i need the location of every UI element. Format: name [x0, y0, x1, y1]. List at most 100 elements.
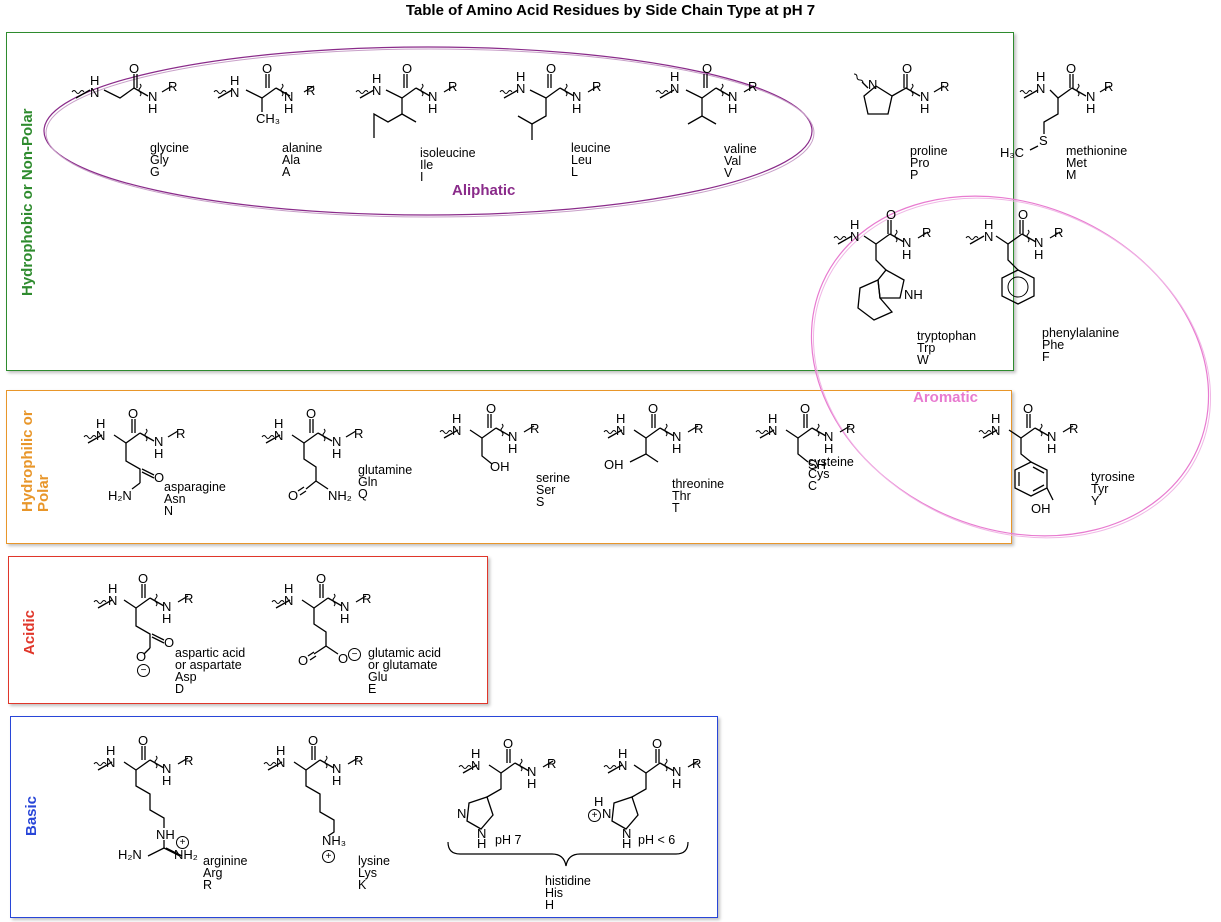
- glutamate-nh: H: [284, 581, 294, 596]
- glutamate-amide-n: N: [340, 599, 350, 614]
- threonine-oh: OH: [604, 457, 624, 472]
- aspartate-structure: H N O N H R O O −: [90, 570, 200, 680]
- histidine-protonated-nh: H: [618, 746, 628, 761]
- glycine-amide-n: N: [148, 89, 158, 104]
- tyrosine-nh: H: [991, 411, 1001, 426]
- cysteine-nh: H: [768, 411, 778, 426]
- histidine-neutral-structure: H N O N H R N N H: [455, 735, 585, 850]
- tryptophan-r: R: [922, 225, 932, 240]
- asparagine-h2n: H₂N: [108, 488, 132, 503]
- leucine-o: O: [546, 61, 557, 76]
- isoleucine-r: R: [448, 79, 458, 94]
- isoleucine-o: O: [402, 61, 413, 76]
- valine-r: R: [748, 79, 758, 94]
- alanine-amide-n: N: [284, 89, 294, 104]
- asparagine-amide-h: H: [154, 446, 164, 461]
- histidine-protonated-amide-h: H: [672, 776, 682, 791]
- serine-o: O: [486, 401, 497, 416]
- alanine-r: R: [306, 83, 316, 98]
- leucine-r: R: [592, 79, 602, 94]
- threonine-amide-h: H: [672, 441, 682, 456]
- histidine-protonated-ring-nh-n: N: [622, 826, 632, 841]
- histidine-neutral-amide-n: N: [527, 764, 537, 779]
- methionine-o: O: [1066, 61, 1077, 76]
- glycine-o: O: [129, 61, 140, 76]
- leucine-nh: H: [516, 69, 526, 84]
- phenylalanine-o: O: [1018, 207, 1029, 222]
- glycine-amide-h: H: [148, 101, 158, 116]
- serine-amide-h: H: [508, 441, 518, 456]
- phenylalanine-amide-n: N: [1034, 235, 1044, 250]
- serine-oh: OH: [490, 459, 510, 474]
- alanine-nh: H: [230, 73, 240, 88]
- methionine-h3c: H₃C: [1000, 145, 1025, 160]
- histidine-neutral-n: N: [471, 758, 481, 773]
- asparagine-nh: H: [96, 416, 106, 431]
- aromatic-label: Aromatic: [913, 389, 979, 406]
- tryptophan-amide-h: H: [902, 247, 912, 262]
- threonine-n: N: [616, 423, 626, 438]
- threonine-structure: H N O N H R OH: [600, 400, 710, 490]
- arginine-side-nh: NH: [156, 827, 175, 842]
- phenylalanine-r: R: [1054, 225, 1064, 240]
- histidine-ph-acidic: pH < 6: [638, 833, 676, 847]
- glutamine-n: N: [274, 428, 284, 443]
- histidine-protonated-r: R: [692, 756, 702, 771]
- tyrosine-oh: OH: [1031, 501, 1051, 516]
- proline-r: R: [940, 79, 950, 94]
- methionine-structure: H N O N H R S H₃C: [1000, 62, 1130, 162]
- lysine-o: O: [308, 733, 319, 748]
- glutamine-r: R: [354, 426, 364, 441]
- lysine-amide-n: N: [332, 761, 342, 776]
- proline-o: O: [902, 61, 913, 76]
- glutamate-o-minus: O: [338, 651, 349, 666]
- leucine-amide-n: N: [572, 89, 582, 104]
- serine-nh: H: [452, 411, 462, 426]
- methionine-s: S: [1039, 133, 1048, 148]
- glutamine-nh: H: [274, 416, 284, 431]
- histidine-protonated-structure: H N O N H R H + N N H: [588, 735, 720, 850]
- methionine-nh: H: [1036, 69, 1046, 84]
- hydrophobic-box: [6, 32, 1014, 371]
- glutamine-side-o: O: [288, 488, 299, 503]
- aspartate-nh: H: [108, 581, 118, 596]
- proline-amide-h: H: [920, 101, 930, 116]
- arginine-nh2: NH₂: [174, 847, 198, 862]
- alanine-structure: H N O N H R CH₃: [210, 62, 320, 132]
- aliphatic-label: Aliphatic: [452, 182, 516, 199]
- arginine-amide-h: H: [162, 773, 172, 788]
- histidine-neutral-amide-h: H: [527, 776, 537, 791]
- isoleucine-nh: H: [372, 71, 382, 86]
- serine-r: R: [530, 421, 540, 436]
- glutamate-r: R: [362, 591, 372, 606]
- tyrosine-amide-h: H: [1047, 441, 1057, 456]
- tryptophan-amide-n: N: [902, 235, 912, 250]
- lysine-plus-charge: +: [322, 850, 335, 863]
- glycine-r: R: [168, 79, 178, 94]
- glutamate-structure: H N O N H R O O −: [268, 570, 378, 680]
- tyrosine-n: N: [991, 423, 1001, 438]
- lysine-amide-h: H: [332, 773, 342, 788]
- cysteine-amide-n: N: [824, 429, 834, 444]
- isoleucine-structure: H N O N H R: [352, 62, 462, 152]
- arginine-plus-charge: +: [176, 836, 189, 849]
- histidine-protonated-o: O: [652, 736, 663, 751]
- histidine-neutral-ring-nh-n: N: [477, 826, 487, 841]
- phenylalanine-structure: H N O N H R: [962, 208, 1072, 318]
- histidine-protonated-amide-n: N: [672, 764, 682, 779]
- methionine-r: R: [1104, 79, 1114, 94]
- valine-structure: H N O N H R: [652, 62, 762, 142]
- arginine-nh: H: [106, 743, 116, 758]
- isoleucine-amide-h: H: [428, 101, 438, 116]
- cysteine-n: N: [768, 423, 778, 438]
- aspartate-amide-h: H: [162, 611, 172, 626]
